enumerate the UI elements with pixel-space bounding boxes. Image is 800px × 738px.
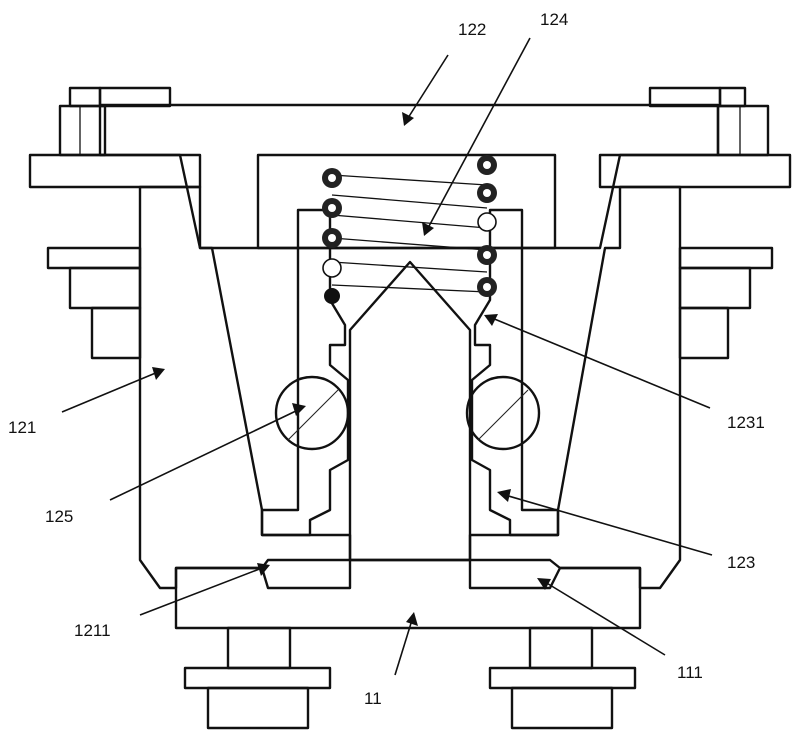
base-body-11 [174,260,642,630]
label-11: 11 [364,689,382,708]
steel-ball-right [465,375,541,451]
label-122: 122 [458,20,486,39]
nut-left [46,246,142,360]
label-125: 125 [45,507,73,526]
label-124: 124 [540,10,568,29]
nut-right [678,246,774,360]
bolt-bottom-right [488,626,637,730]
bolt-top-left [58,86,172,157]
label-1211: 1211 [74,621,111,640]
leader-lines [61,37,713,676]
label-121: 121 [8,418,36,437]
inner-sleeve-right [470,208,560,537]
inner-sleeve-left [260,208,350,537]
spring-coil-right [477,155,497,297]
label-111: 111 [677,663,703,682]
top-cover-122 [28,103,792,250]
outer-body-121-right [468,185,682,590]
label-123: 123 [727,553,755,572]
bolt-top-right [648,86,770,157]
spring-coil-left [322,168,342,304]
bolt-bottom-left [183,626,332,730]
compression-spring-124 [322,155,497,304]
label-1231: 1231 [727,413,765,432]
steel-ball-left [274,375,350,451]
